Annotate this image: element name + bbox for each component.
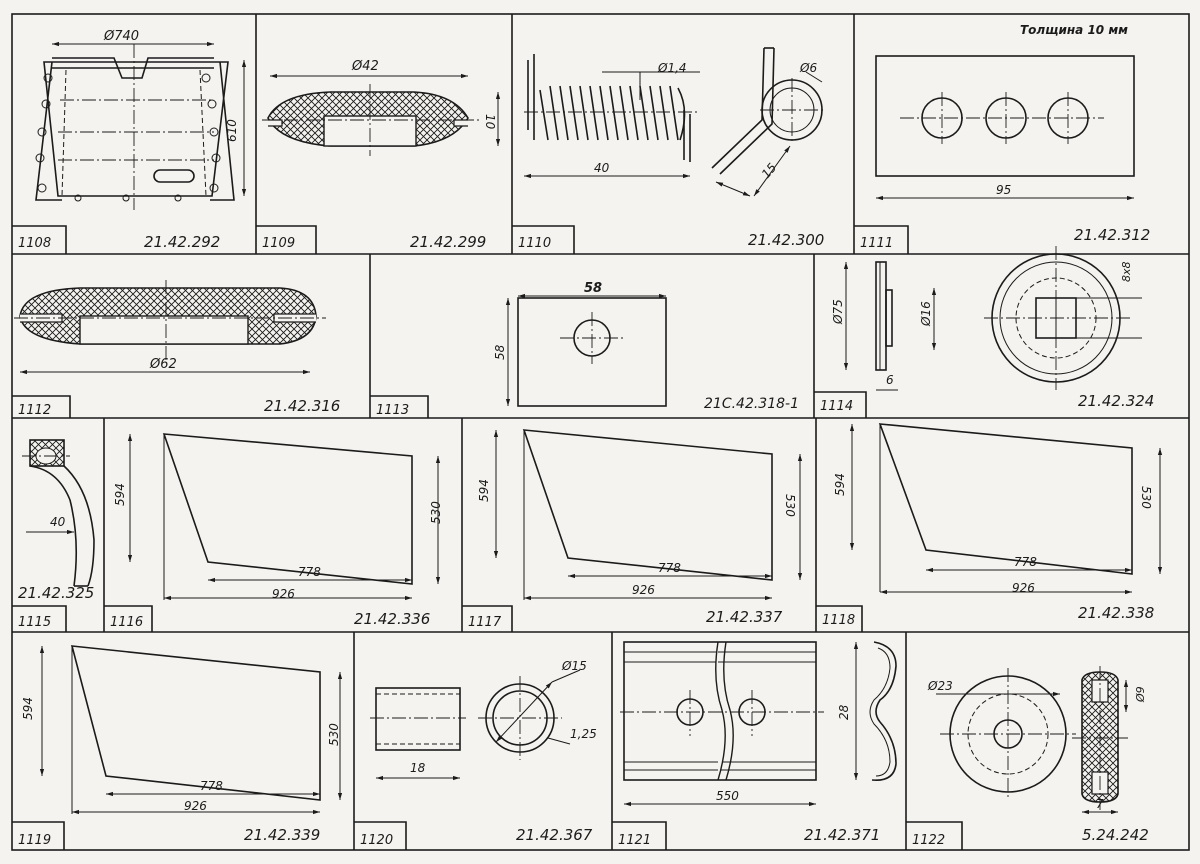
part-1114-dim-outer: Ø75 <box>831 299 845 325</box>
part-1121-dim-height: 28 <box>837 704 851 720</box>
part-1109-drawing <box>262 73 501 156</box>
part-1116-number: 1116 <box>110 615 143 630</box>
part-1121-number: 1121 <box>618 833 651 848</box>
part-1118-number: 1118 <box>822 613 855 628</box>
part-1116-code: 21.42.336 <box>354 610 430 628</box>
part-1119-dim-bottom: 778 <box>200 779 223 793</box>
part-1108-dim-height: 610 <box>225 119 239 142</box>
part-1117-number: 1117 <box>468 615 502 630</box>
part-1116-dim-bottom: 778 <box>298 565 321 579</box>
part-1117-dim-left: 594 <box>477 479 491 502</box>
part-1111-number: 1111 <box>860 236 893 251</box>
part-1114-dim-thickness: 6 <box>886 373 894 387</box>
part-1110-dim-length: 40 <box>594 161 610 175</box>
part-1109-dim-diameter: Ø42 <box>351 59 379 74</box>
part-1120-dim-diameter: Ø15 <box>561 659 587 673</box>
part-1114-drawing <box>843 246 1142 391</box>
part-labels: 1108 21.42.292 1109 21.42.299 1110 21.42… <box>18 226 1154 848</box>
part-1122-code: 5.24.242 <box>1082 826 1149 844</box>
part-1111-dim-width: 95 <box>996 183 1011 197</box>
part-1115-code: 21.42.325 <box>18 584 94 602</box>
part-1119-code: 21.42.339 <box>244 826 320 844</box>
part-1117-code: 21.42.337 <box>706 608 783 626</box>
part-1110-dim-wire: Ø1,4 <box>657 61 687 75</box>
sheet-frame <box>11 13 1190 851</box>
part-1119-dim-left: 594 <box>21 697 35 720</box>
part-1115-drawing <box>22 439 95 587</box>
part-1113-number: 1113 <box>376 403 409 418</box>
part-1120-number: 1120 <box>360 833 393 848</box>
part-1117-dim-bottom: 778 <box>658 561 681 575</box>
part-1111-thickness-note: Толщина 10 мм <box>1020 23 1128 37</box>
part-number-boxes <box>12 225 963 850</box>
part-1110-drawing <box>524 47 826 197</box>
part-1116-dim-left: 594 <box>113 483 127 506</box>
part-1109-code: 21.42.299 <box>410 233 486 251</box>
part-1114-dim-bore: Ø16 <box>919 301 933 327</box>
part-1108-dim-diameter: Ø740 <box>103 29 139 44</box>
part-1117-drawing <box>493 429 803 601</box>
part-1110-dim-arm: 15 <box>759 160 780 181</box>
part-1118-dim-top: 926 <box>1012 581 1035 595</box>
part-1118-code: 21.42.338 <box>1078 604 1154 622</box>
part-1122-dim-width: 7 <box>1096 797 1104 811</box>
part-1114-dim-square: 8x8 <box>1120 261 1133 282</box>
part-1119-number: 1119 <box>18 833 51 848</box>
part-1120-code: 21.42.367 <box>516 826 593 844</box>
part-1122-dim-hub: Ø9 <box>1134 686 1147 703</box>
part-1112-drawing <box>14 280 326 375</box>
part-1119-dim-top: 926 <box>184 799 207 813</box>
part-1109-dim-thickness: 10 <box>483 114 497 130</box>
part-1116-dim-right: 530 <box>429 501 443 524</box>
part-1114-number: 1114 <box>820 399 853 414</box>
part-1117-dim-right: 530 <box>783 494 797 517</box>
part-1117-dim-top: 926 <box>632 583 655 597</box>
part-1110-number: 1110 <box>518 236 551 251</box>
part-1111-drawing <box>875 55 1135 201</box>
part-1120-dim-length: 18 <box>410 761 426 775</box>
part-1116-drawing <box>127 433 441 601</box>
part-1114-code: 21.42.324 <box>1078 392 1154 410</box>
part-1121-dim-length: 550 <box>716 789 739 803</box>
part-1115-dim-radius: 40 <box>50 515 66 529</box>
part-1113-code: 21С.42.318-1 <box>704 396 799 412</box>
part-1118-dim-bottom: 778 <box>1014 555 1037 569</box>
part-1122-dim-diameter: Ø23 <box>927 679 953 693</box>
part-1120-drawing <box>370 669 581 781</box>
part-1113-dim-width: 58 <box>584 281 602 296</box>
part-1113-drawing <box>505 293 667 407</box>
part-1110-code: 21.42.300 <box>748 231 824 249</box>
part-1120-dim-wall: 1,25 <box>570 727 597 741</box>
part-1115-number: 1115 <box>18 615 51 630</box>
part-1118-dim-right: 530 <box>1139 486 1153 509</box>
part-1118-drawing <box>849 423 1163 595</box>
part-1122-number: 1122 <box>912 833 945 848</box>
part-1108-number: 1108 <box>18 236 51 251</box>
part-1121-drawing <box>620 641 897 807</box>
part-1111-code: 21.42.312 <box>1074 226 1150 244</box>
part-1110-dim-diameter: Ø6 <box>799 61 817 75</box>
part-1112-code: 21.42.316 <box>264 397 340 415</box>
part-1116-dim-top: 926 <box>272 587 295 601</box>
part-1109-number: 1109 <box>262 236 295 251</box>
part-1119-dim-right: 530 <box>327 723 341 746</box>
part-1112-dim-diameter: Ø62 <box>149 357 177 372</box>
part-1122-drawing <box>936 666 1129 815</box>
part-1108-code: 21.42.292 <box>144 233 220 251</box>
part-1113-dim-height: 58 <box>493 344 507 360</box>
part-1121-code: 21.42.371 <box>804 826 880 844</box>
part-1108-drawing <box>35 41 247 210</box>
part-1119-drawing <box>39 645 343 815</box>
part-1112-number: 1112 <box>18 403 51 418</box>
part-1118-dim-left: 594 <box>833 473 847 496</box>
